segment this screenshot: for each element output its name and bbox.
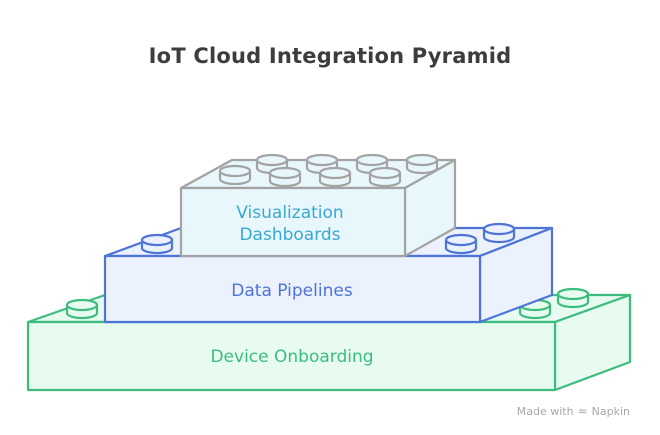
stud	[140, 233, 174, 255]
watermark-prefix: Made with	[516, 404, 574, 418]
stud	[368, 166, 402, 188]
layer-label-data-pipelines: Data Pipelines	[231, 281, 353, 301]
stud	[318, 166, 352, 188]
layer-label-visualization: Visualization	[236, 203, 343, 223]
block-front-face	[179, 186, 407, 258]
stud	[444, 233, 478, 255]
stud	[268, 166, 302, 188]
layer-visualization-dashboards: Visualization Dashboards	[179, 153, 457, 258]
layer-label-dashboards: Dashboards	[239, 225, 340, 245]
stud	[65, 298, 99, 320]
watermark-brand: Napkin	[591, 404, 630, 418]
block-front-face	[26, 320, 557, 392]
diagram-title: IoT Cloud Integration Pyramid	[148, 44, 512, 68]
napkin-logo-icon: ≈	[577, 404, 588, 418]
stud	[218, 164, 252, 186]
watermark: Made with ≈ Napkin	[517, 404, 630, 418]
stud	[482, 222, 516, 244]
block-front-face	[103, 254, 482, 324]
stud	[405, 153, 439, 175]
layer-label-device-onboarding: Device Onboarding	[210, 347, 373, 367]
stud	[556, 287, 590, 309]
